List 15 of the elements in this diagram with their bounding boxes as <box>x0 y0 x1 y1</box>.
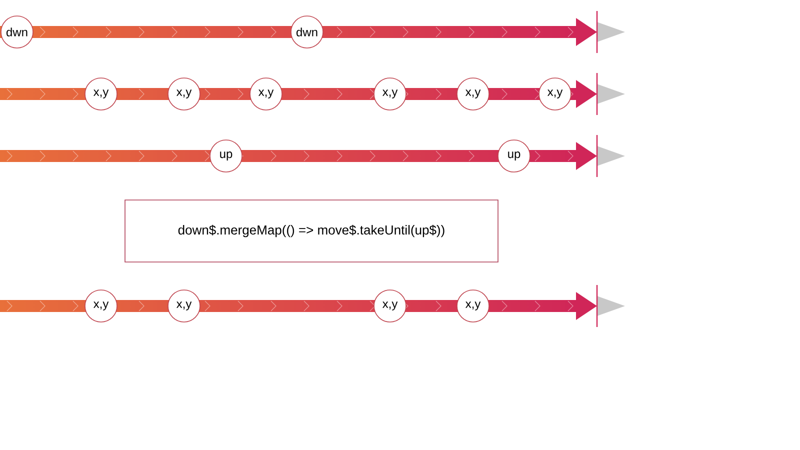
marble: x,y <box>84 78 118 110</box>
marble: x,y <box>168 290 200 322</box>
marble: dwn <box>290 16 324 48</box>
marble: x,y <box>374 78 406 110</box>
marble: x,y <box>374 290 406 322</box>
marble: x,y <box>456 78 490 110</box>
marble: x,y <box>250 78 282 110</box>
marble: dwn <box>0 16 34 48</box>
marble: x,y <box>456 290 490 322</box>
marble: x,y <box>168 78 200 110</box>
operator-box: down$.mergeMap(() => move$.takeUntil(up$)) <box>124 200 498 262</box>
marble: x,y <box>538 78 572 110</box>
marble: x,y <box>84 290 118 322</box>
marble: up <box>498 140 530 172</box>
marble: up <box>210 140 242 172</box>
